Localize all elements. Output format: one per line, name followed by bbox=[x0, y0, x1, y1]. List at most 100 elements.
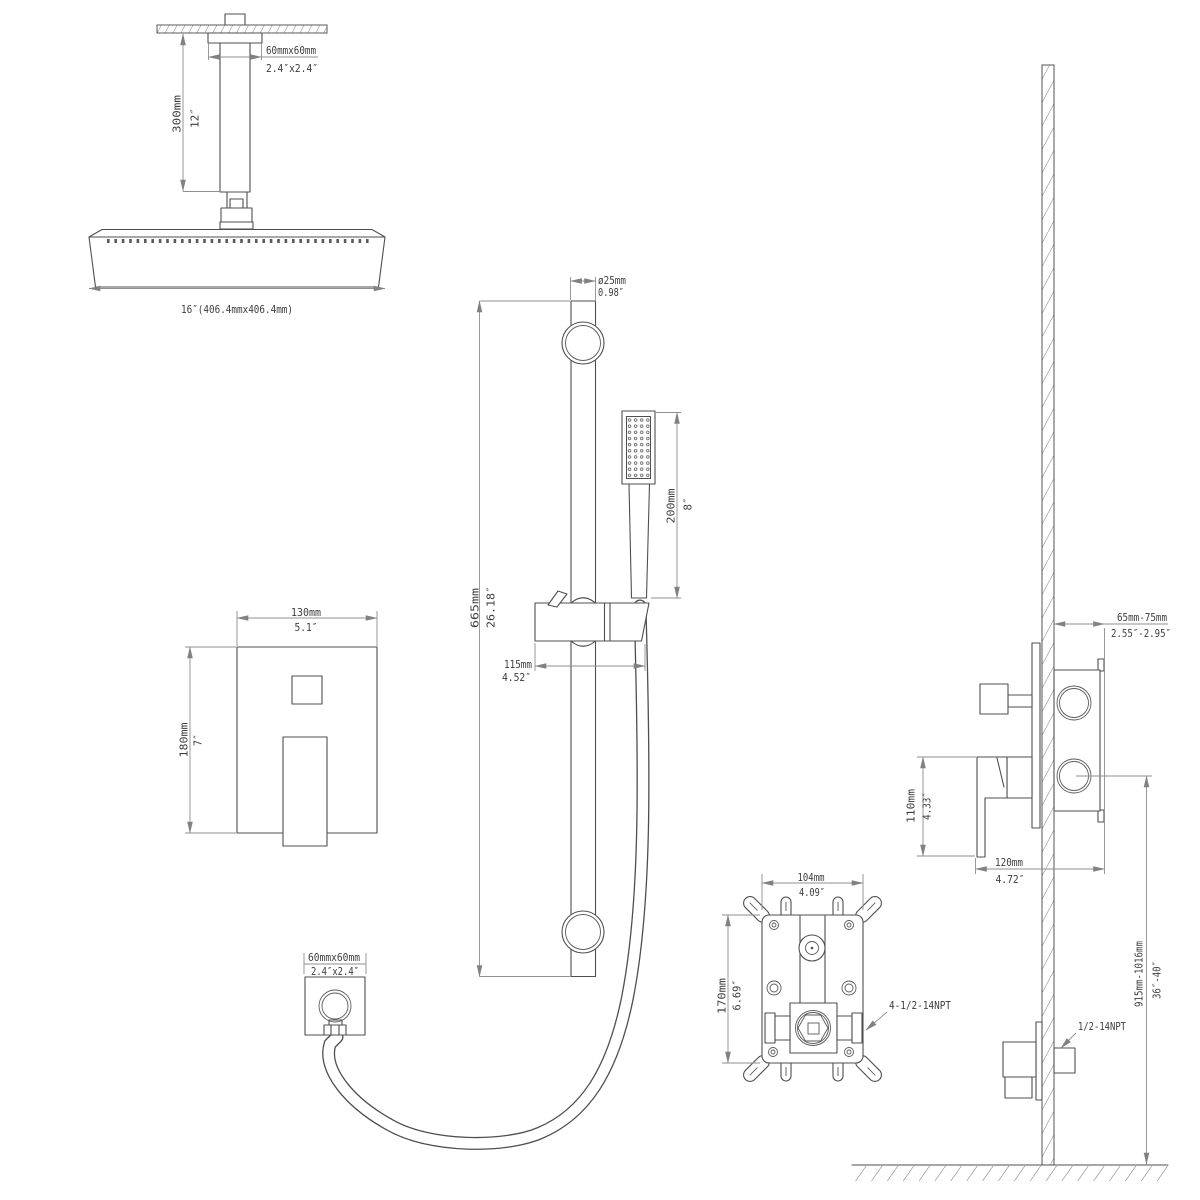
floor-hatch bbox=[852, 1166, 1168, 1181]
bracket-clamp-bottom bbox=[570, 640, 596, 647]
dim-handle-depth-mm: 120mm bbox=[995, 856, 1023, 869]
dim-handle-span-in: 4.33″ bbox=[921, 792, 934, 820]
valve-screw-hole-inner bbox=[846, 1049, 852, 1055]
valve-screw-hole-inner bbox=[846, 922, 852, 928]
valve-screw-hole bbox=[766, 980, 782, 996]
valve-screw-hole bbox=[769, 920, 779, 930]
dim-trim-depth-in: 2.55″-2.95″ bbox=[1111, 627, 1171, 640]
hand-shower-handle bbox=[628, 483, 651, 599]
mixer-trim-front: 130mm 5.1″ 180mm 7″ bbox=[178, 606, 378, 847]
ceiling-shower-assembly: 300mm 12″ 60mmx60mm 2.4″x2.4″ 16″(406.4m… bbox=[88, 13, 386, 316]
side-valve-top-port-inner bbox=[1059, 688, 1089, 718]
diverter-button bbox=[291, 675, 323, 705]
valve-screw-hole bbox=[844, 920, 854, 930]
valve-screw-hole bbox=[768, 1047, 778, 1057]
wall-outlet-ball-inner bbox=[321, 992, 349, 1020]
hand-shower-spray-face bbox=[626, 416, 651, 479]
side-outlet-body bbox=[1002, 1041, 1037, 1078]
dim-outlet-mm: 60mmx60mm bbox=[308, 951, 360, 964]
wall-section-side-view: 65mm-75mm 2.55″-2.95″ 110mm 4.33″ 120mm … bbox=[851, 64, 1171, 1181]
side-trim-plate bbox=[1031, 642, 1041, 829]
ceiling-flange bbox=[207, 32, 263, 44]
dim-head-size: 16″(406.4mmx406.4mm) bbox=[181, 303, 293, 316]
valve-right-port-flange bbox=[851, 1012, 863, 1044]
side-outlet-plate bbox=[1035, 1021, 1043, 1101]
wall-outlet-ball bbox=[318, 989, 352, 1023]
rain-shower-head bbox=[88, 228, 386, 288]
bracket-release-tab bbox=[547, 590, 568, 608]
dim-offset-in: 4.52″ bbox=[502, 671, 531, 684]
dim-valve-height-mm: 170mm bbox=[716, 978, 729, 1014]
label-valve-thread: 4-1/2-14NPT bbox=[889, 999, 951, 1012]
dim-valve-width-mm: 104mm bbox=[798, 871, 825, 884]
dim-trim-width-in: 5.1″ bbox=[295, 621, 318, 634]
dim-valve-width-in: 4.09″ bbox=[799, 886, 825, 899]
dim-flange-mm: 60mmx60mm bbox=[266, 44, 316, 57]
diverter-knob-stem bbox=[1007, 694, 1033, 708]
valve-screw-hole bbox=[844, 1047, 854, 1057]
valve-top-port-center bbox=[810, 946, 814, 950]
dim-trim-width-mm: 130mm bbox=[291, 606, 321, 619]
shower-arm bbox=[219, 42, 251, 193]
valve-cartridge-hex bbox=[797, 1014, 829, 1042]
dim-bar-diameter-in: 0.98″ bbox=[598, 286, 624, 299]
hose-nut bbox=[323, 1024, 347, 1036]
valve-left-port bbox=[774, 1015, 791, 1041]
lever-taper-line bbox=[996, 757, 1005, 788]
dim-trim-height-mm: 180mm bbox=[178, 722, 191, 757]
valve-screw-hole bbox=[841, 980, 857, 996]
leader-outlet-thread bbox=[1060, 1032, 1077, 1049]
dim-arm-length-in: 12″ bbox=[189, 108, 202, 128]
valve-cartridge-ring bbox=[795, 1010, 831, 1046]
arm-connector-detail bbox=[229, 198, 244, 209]
leader-valve-thread bbox=[865, 1011, 888, 1031]
dim-trim-depth-mm: 65mm-75mm bbox=[1117, 611, 1167, 624]
mixer-lever-side bbox=[976, 756, 1008, 858]
ceiling-section bbox=[156, 24, 328, 34]
dim-bar-length-mm: 665mm bbox=[469, 588, 482, 628]
dim-flange-in: 2.4″x2.4″ bbox=[266, 62, 318, 75]
dim-bar-length-in: 26.18″ bbox=[485, 586, 498, 628]
dim-arm-length-mm: 300mm bbox=[171, 95, 184, 133]
side-outlet-lower bbox=[1004, 1076, 1033, 1099]
slide-bar-assembly: ø25mm 0.98″ 665mm 26.18″ 200mm 8″ 115mm … bbox=[322, 274, 695, 1150]
bracket-clamp-top bbox=[570, 597, 596, 604]
side-valve-top-port bbox=[1056, 685, 1092, 721]
head-escutcheon-lower bbox=[219, 221, 254, 230]
slide-bar-bracket bbox=[534, 602, 650, 642]
dim-bar-diameter-mm: ø25mm bbox=[598, 274, 626, 287]
dim-handle-span-mm: 110mm bbox=[905, 789, 918, 823]
dim-handle-depth-in: 4.72″ bbox=[996, 873, 1025, 886]
dim-valve-height-in: 6.69″ bbox=[731, 980, 744, 1011]
valve-screw-hole-inner bbox=[844, 983, 854, 993]
dim-outlet-in: 2.4″x2.4″ bbox=[311, 965, 359, 978]
wall-outlet-front: 60mmx60mm 2.4″x2.4″ bbox=[303, 951, 367, 1036]
label-outlet-thread: 1/2-14NPT bbox=[1078, 1020, 1126, 1033]
head-escutcheon-upper bbox=[220, 207, 253, 223]
rough-in-valve: 104mm 4.09″ 170mm 6.69″ 4-1/2-14NPT bbox=[716, 871, 951, 1082]
dim-install-height-mm: 915mm-1016mm bbox=[1133, 941, 1146, 1007]
dim-hand-length-in: 8″ bbox=[682, 498, 695, 511]
diverter-knob bbox=[979, 683, 1009, 715]
valve-left-port-flange bbox=[764, 1012, 776, 1044]
valve-screw-hole-inner bbox=[771, 922, 777, 928]
valve-top-port-inner bbox=[805, 941, 819, 955]
valve-stem-square bbox=[807, 1022, 820, 1035]
side-valve-tab-top bbox=[1097, 658, 1105, 672]
dim-hand-length-mm: 200mm bbox=[665, 488, 678, 523]
ceiling-pipe-stub bbox=[224, 13, 246, 26]
slide-bar-bottom-mount-inner bbox=[565, 914, 601, 950]
mixer-handle bbox=[282, 736, 328, 847]
lever-barrel bbox=[1006, 756, 1033, 799]
shower-hose bbox=[323, 600, 649, 1149]
dim-install-height-in: 36″-40″ bbox=[1151, 961, 1164, 999]
side-outlet-supply bbox=[1053, 1047, 1076, 1074]
slide-bar-top-mount bbox=[561, 321, 605, 365]
valve-right-port bbox=[836, 1015, 853, 1041]
valve-screw-hole-inner bbox=[769, 983, 779, 993]
valve-screw-hole-inner bbox=[770, 1049, 776, 1055]
wall-section bbox=[1041, 64, 1055, 1166]
slide-bar-top-mount-inner bbox=[565, 325, 601, 361]
